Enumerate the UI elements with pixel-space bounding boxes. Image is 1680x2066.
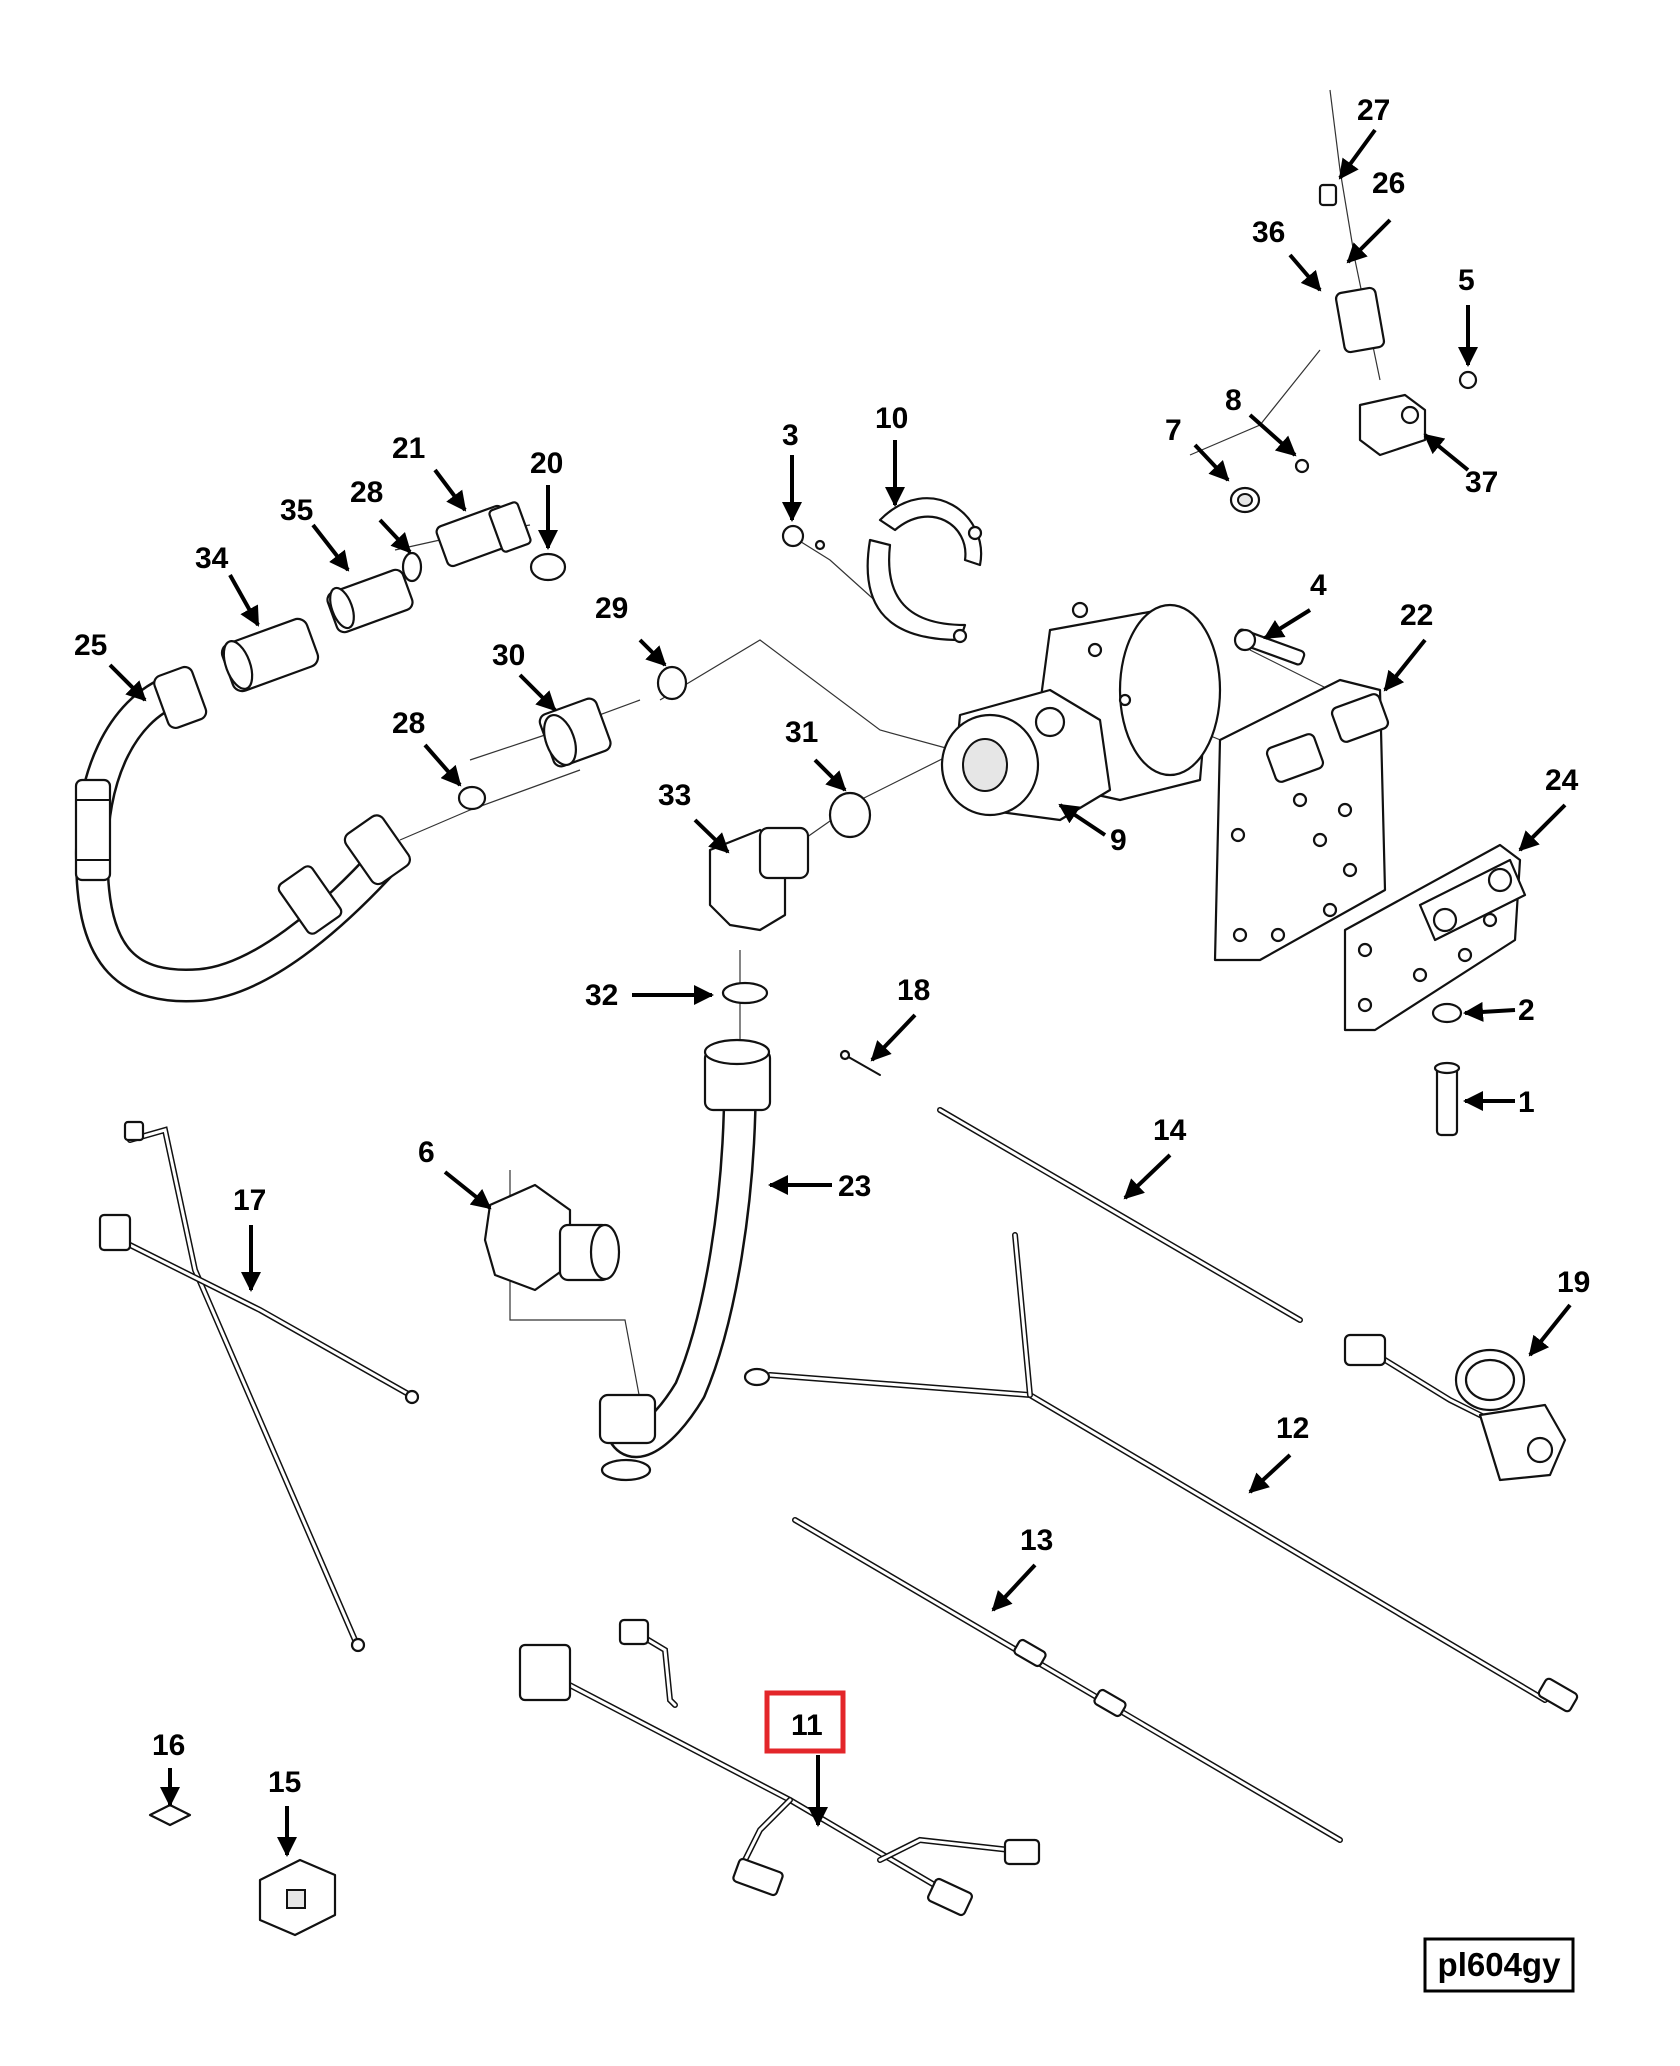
arrow-9 — [1058, 803, 1107, 837]
arrow-12 — [1248, 1453, 1292, 1494]
part-18-clip — [839, 1049, 881, 1076]
arrow-18 — [870, 1013, 917, 1062]
callout-37: 37 — [1465, 466, 1498, 499]
arrow-25 — [108, 663, 147, 702]
callout-7: 7 — [1165, 414, 1182, 447]
arrow-36 — [1288, 253, 1322, 292]
part-24-bracket — [1343, 843, 1527, 1032]
callout-23: 23 — [838, 1170, 871, 1203]
part-13-wire — [792, 1517, 1343, 1843]
callout-28b: 28 — [392, 707, 425, 740]
callout-30: 30 — [492, 639, 525, 672]
fittings-middle — [457, 665, 688, 811]
callout-35: 35 — [280, 494, 313, 527]
arrow-31 — [813, 758, 847, 792]
highlight-box-callout-11 — [764, 1690, 846, 1754]
arrow-19 — [1528, 1303, 1572, 1357]
arrow-37 — [1423, 433, 1470, 472]
part-10-strap — [866, 497, 983, 644]
elbow-fitting-33 — [708, 791, 872, 1005]
callout-5: 5 — [1458, 264, 1475, 297]
fittings-upper-left — [220, 501, 567, 693]
arrow-30 — [518, 673, 557, 712]
callout-2: 2 — [1518, 994, 1535, 1027]
arrow-34 — [228, 574, 260, 627]
callout-labels: 1 2 3 4 5 6 7 8 9 10 11 12 13 14 15 16 1… — [74, 94, 1590, 1799]
bolts-3-4 — [781, 524, 1306, 666]
part-23-hose — [598, 1038, 772, 1482]
arrow-8 — [1248, 413, 1297, 457]
callout-22: 22 — [1400, 599, 1433, 632]
callout-36: 36 — [1252, 216, 1285, 249]
arrow-2 — [1463, 1001, 1516, 1022]
callout-29: 29 — [595, 592, 628, 625]
bolt-washer-1-2 — [1431, 1002, 1463, 1137]
part-14-wire — [937, 1107, 1303, 1323]
part-22-mounting-plate — [1213, 678, 1390, 962]
callout-20: 20 — [530, 447, 563, 480]
arrow-7 — [1193, 443, 1230, 482]
callout-18: 18 — [897, 974, 930, 1007]
callout-26: 26 — [1372, 167, 1405, 200]
callout-12: 12 — [1276, 1412, 1309, 1445]
callout-28a: 28 — [350, 476, 383, 509]
arrow-33 — [693, 818, 730, 854]
callout-16: 16 — [152, 1729, 185, 1762]
relay-15-clip-16 — [148, 1803, 337, 1937]
arrow-13 — [991, 1563, 1037, 1612]
arrow-22 — [1383, 638, 1427, 692]
callout-31: 31 — [785, 716, 818, 749]
callout-4: 4 — [1310, 569, 1327, 602]
callout-11: 11 — [791, 1709, 823, 1742]
callout-8: 8 — [1225, 384, 1242, 417]
callout-1: 1 — [1518, 1086, 1535, 1119]
arrow-21 — [433, 468, 467, 512]
arrow-6 — [443, 1170, 492, 1210]
part-12-harness — [743, 1232, 1579, 1713]
valve-assembly-upper-right — [1229, 183, 1478, 514]
arrow-28a — [378, 518, 412, 554]
part-17-harness — [98, 1120, 420, 1653]
arrow-28b — [423, 743, 462, 787]
reference-code-box: pl604gy — [1423, 1937, 1575, 1993]
arrow-29 — [638, 638, 667, 667]
callout-15: 15 — [268, 1766, 301, 1799]
callout-33: 33 — [658, 779, 691, 812]
part-25-hose-assembly — [74, 665, 412, 1003]
arrow-26 — [1346, 218, 1392, 264]
part-6-elbow — [483, 1183, 621, 1292]
part-11-harness — [518, 1618, 1041, 1917]
callout-13: 13 — [1020, 1524, 1053, 1557]
callout-14: 14 — [1153, 1114, 1187, 1147]
part-9-pump-motor — [940, 601, 1222, 822]
arrow-35 — [311, 523, 350, 572]
callout-3: 3 — [782, 419, 799, 452]
callout-25: 25 — [74, 629, 107, 662]
callout-9: 9 — [1110, 824, 1127, 857]
arrow-27 — [1338, 128, 1377, 180]
callout-24: 24 — [1545, 764, 1579, 797]
arrow-4 — [1263, 608, 1312, 640]
callout-19: 19 — [1557, 1266, 1590, 1299]
callout-17: 17 — [233, 1184, 266, 1217]
callout-34: 34 — [195, 542, 229, 575]
callout-10: 10 — [875, 402, 908, 435]
part-19-sensor — [1343, 1333, 1567, 1482]
leader-arrows — [108, 128, 1572, 1857]
callout-27: 27 — [1357, 94, 1390, 127]
callout-21: 21 — [392, 432, 425, 465]
arrow-24 — [1518, 803, 1567, 852]
callout-32: 32 — [585, 979, 618, 1012]
callout-6: 6 — [418, 1136, 435, 1169]
reference-code: pl604gy — [1438, 1946, 1562, 1983]
arrow-14 — [1123, 1153, 1172, 1200]
